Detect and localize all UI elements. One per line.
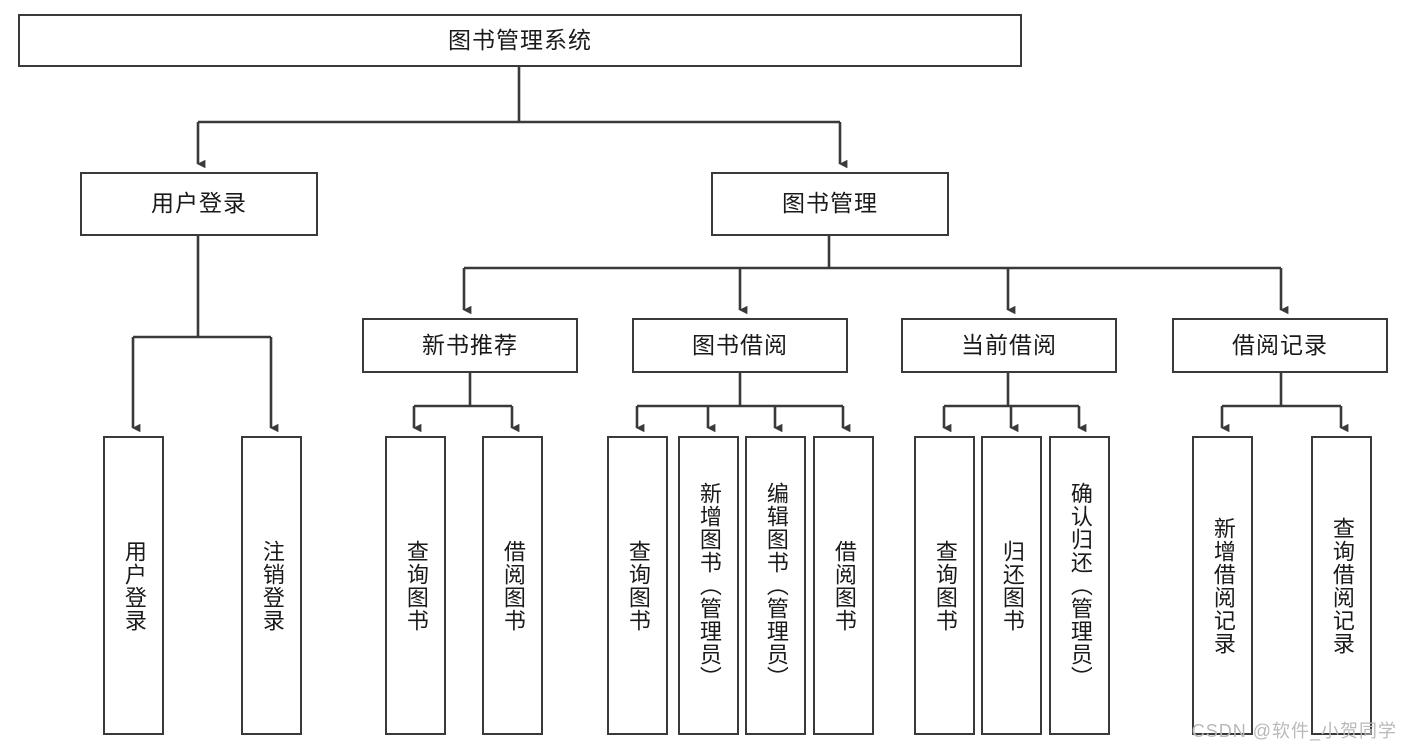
node-borrow-record[interactable]: 借阅记录 [1172,318,1388,373]
node-label: 确认归还（管理员） [1067,482,1093,689]
watermark: CSDN @软件_小贺同学 [1191,721,1397,741]
node-label: 用户登录 [121,539,147,632]
leaf-record-query-record[interactable]: 查询借阅记录 [1311,436,1372,735]
node-label: 查询图书 [625,539,651,632]
node-current-borrow[interactable]: 当前借阅 [901,318,1117,373]
leaf-recommend-borrow-book[interactable]: 借阅图书 [482,436,543,735]
node-user-login[interactable]: 用户登录 [80,172,318,236]
leaf-recommend-query-book[interactable]: 查询图书 [385,436,446,735]
node-label: 查询图书 [932,539,958,632]
leaf-current-return-book[interactable]: 归还图书 [981,436,1042,735]
node-label: 新书推荐 [422,331,518,358]
node-label: 图书管理 [782,190,878,217]
node-label: 用户登录 [151,190,247,217]
leaf-user-login[interactable]: 用户登录 [103,436,164,735]
node-label: 借阅图书 [500,539,526,632]
leaf-current-query-book[interactable]: 查询图书 [914,436,975,735]
node-book-management[interactable]: 图书管理 [711,172,949,236]
node-label: 查询借阅记录 [1329,516,1355,655]
leaf-user-logout[interactable]: 注销登录 [241,436,302,735]
node-label: 当前借阅 [961,331,1057,358]
leaf-borrow-query-book[interactable]: 查询图书 [607,436,668,735]
node-label: 新增借阅记录 [1210,516,1236,655]
node-label: 图书借阅 [692,331,788,358]
leaf-current-confirm-return-admin[interactable]: 确认归还（管理员） [1049,436,1110,735]
leaf-borrow-borrow-book[interactable]: 借阅图书 [813,436,874,735]
node-book-borrow[interactable]: 图书借阅 [632,318,848,373]
node-label: 图书管理系统 [448,26,592,53]
node-label: 归还图书 [999,539,1025,632]
node-label: 查询图书 [403,539,429,632]
node-label: 新增图书（管理员） [696,482,722,689]
node-label: 借阅图书 [831,539,857,632]
node-root-system[interactable]: 图书管理系统 [18,14,1022,67]
leaf-record-add-record[interactable]: 新增借阅记录 [1192,436,1253,735]
node-label: 借阅记录 [1232,331,1328,358]
node-label: 注销登录 [259,539,285,632]
leaf-borrow-add-book-admin[interactable]: 新增图书（管理员） [678,436,739,735]
leaf-borrow-edit-book-admin[interactable]: 编辑图书（管理员） [745,436,806,735]
node-new-book-recommend[interactable]: 新书推荐 [362,318,578,373]
node-label: 编辑图书（管理员） [763,482,789,689]
